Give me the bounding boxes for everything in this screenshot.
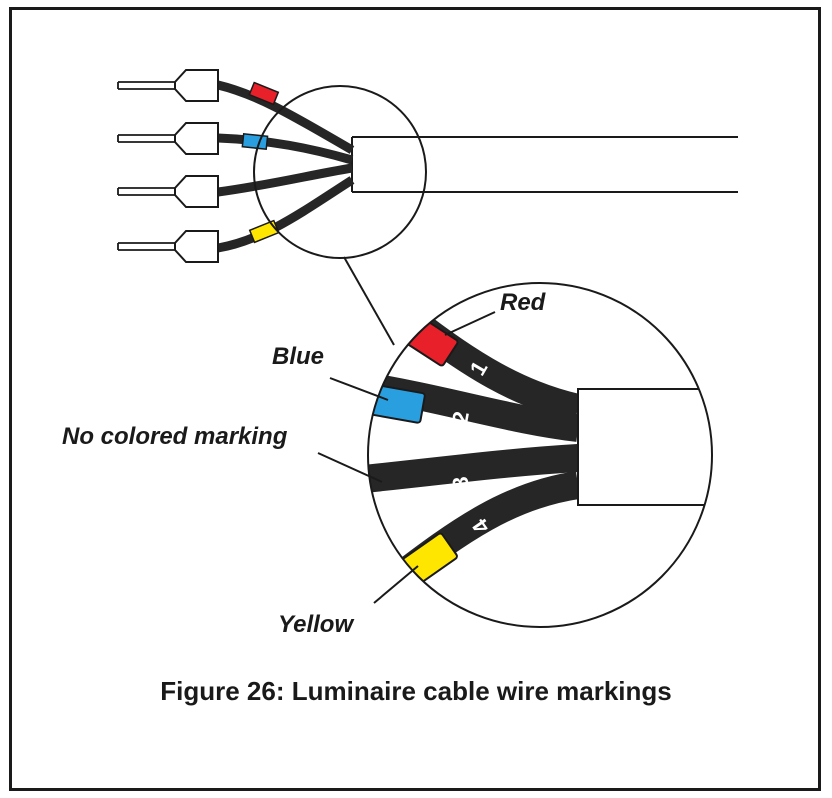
wire-4-small (217, 176, 355, 253)
blue-sleeve-small (241, 132, 269, 151)
ferrule-1 (117, 69, 219, 102)
wire-number-3: 3 (448, 475, 474, 489)
label-blue: Blue (272, 343, 324, 370)
label-red: Red (500, 289, 547, 316)
wire-2-small (217, 133, 354, 165)
callouts: Red Blue No colored marking Yellow (62, 289, 547, 638)
cable-jacket-detail (577, 388, 712, 506)
label-yellow: Yellow (278, 611, 354, 638)
yellow-leader-line (373, 565, 419, 604)
blue-leader-line (329, 377, 389, 401)
no-marking-leader-line (317, 452, 383, 483)
magnifier-circle-small (253, 85, 427, 259)
red-sleeve-small (248, 81, 280, 106)
detail-circle-outline (367, 282, 713, 628)
figure-caption: Figure 26: Luminaire cable wire markings (160, 676, 672, 706)
wire-number-2: 2 (447, 409, 474, 425)
ferrule-2 (117, 122, 219, 155)
red-leader-line (444, 311, 496, 336)
ferrule-3 (117, 175, 219, 208)
cable-overview (117, 69, 738, 263)
yellow-sleeve-small (248, 219, 280, 244)
wire-3-small (217, 163, 353, 197)
cable-detail: 1 2 3 4 (367, 282, 713, 628)
ferrule-4 (117, 230, 219, 263)
wire-3 (368, 444, 579, 494)
label-no-colored-marking: No colored marking (62, 423, 288, 450)
zoom-connector-line (343, 256, 395, 346)
